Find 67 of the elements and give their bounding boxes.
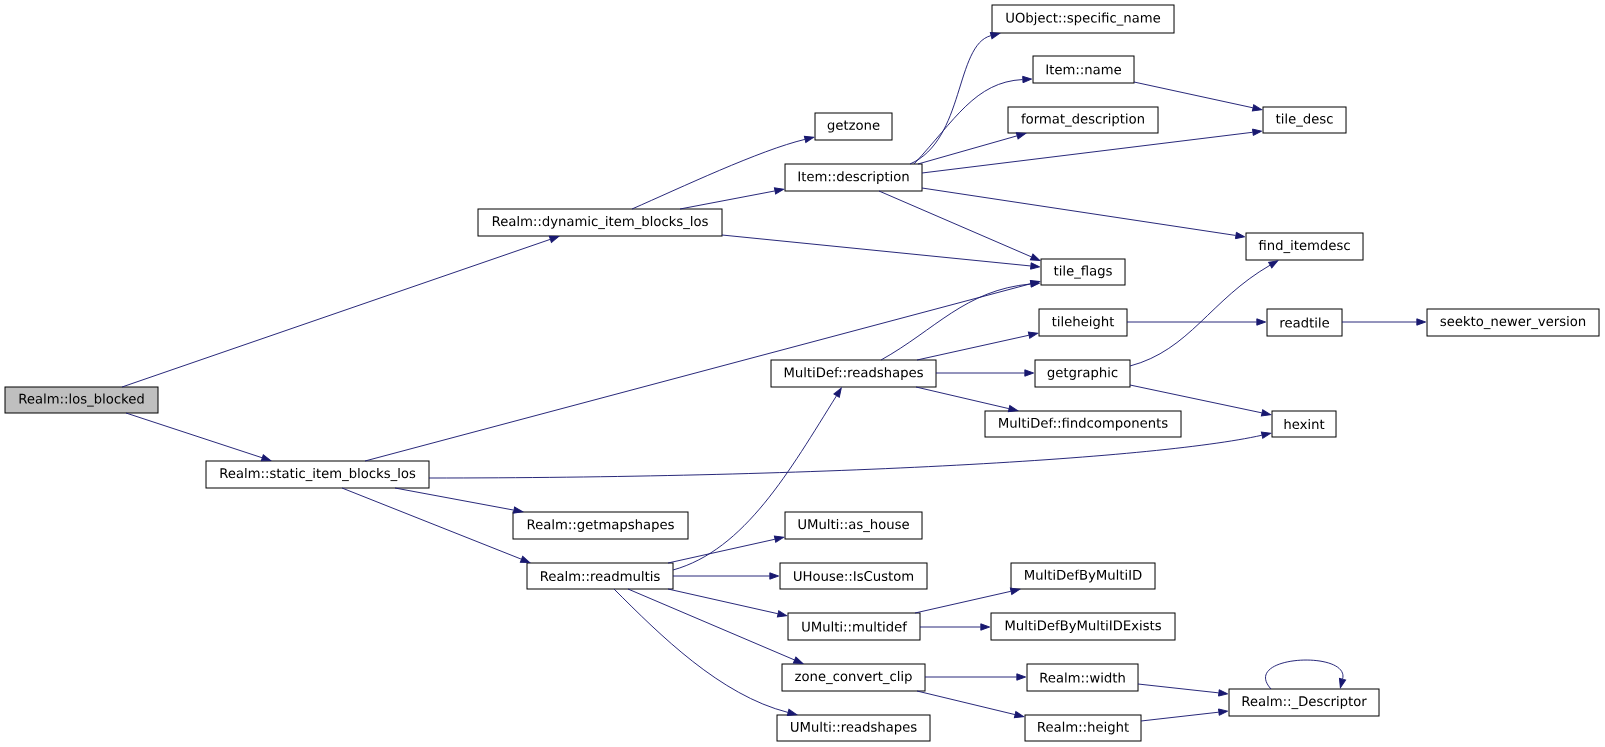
function-box: Item::name: [1032, 55, 1135, 84]
arrow: [1137, 683, 1229, 697]
function-box: format_description: [1007, 106, 1159, 134]
function-box: UMulti::readshapes: [776, 714, 931, 742]
function-box: Realm::dynamic_item_blocks_los: [477, 208, 723, 237]
arrow: [1341, 318, 1427, 326]
function-box: Realm::readmultis: [526, 562, 674, 590]
function-box: Realm::_Descriptor: [1228, 688, 1380, 717]
arrow: [1129, 260, 1279, 367]
function-box: MultiDefByMultiID: [1010, 562, 1156, 590]
function-box: getzone: [814, 112, 893, 141]
function-box: MultiDef::findcomponents: [984, 410, 1182, 438]
arrow: [1140, 708, 1229, 722]
function-box: Realm::width: [1026, 663, 1139, 692]
arrow: [672, 572, 780, 580]
arrow: [914, 587, 1021, 614]
arrow: [913, 75, 1033, 165]
arrow: [878, 190, 1041, 261]
function-box: find_itemdesc: [1245, 232, 1364, 261]
arrow: [721, 234, 1041, 270]
arrow: [915, 386, 1019, 413]
arrow: [667, 588, 788, 618]
function-box: UMulti::as_house: [784, 511, 923, 540]
function-box: getgraphic: [1034, 359, 1131, 388]
arrow: [921, 187, 1246, 240]
arrow: [921, 128, 1263, 174]
function-box: UMulti::multidef: [787, 612, 921, 641]
arrow: [916, 690, 1025, 719]
arrow: [631, 135, 815, 210]
function-box: Realm::height: [1024, 714, 1142, 742]
function-box: Realm::static_item_blocks_los: [205, 460, 430, 489]
function-box: Item::description: [784, 163, 923, 192]
arrow: [880, 280, 1041, 361]
arrow: [667, 535, 785, 564]
arrow: [924, 673, 1027, 681]
function-box: UHouse::IsCustom: [779, 562, 928, 590]
function-box: MultiDef::readshapes: [770, 359, 937, 388]
function-box: Realm::los_blocked: [4, 386, 159, 414]
arrow: [394, 487, 524, 514]
function-box: tile_flags: [1040, 258, 1126, 286]
arrow: [364, 280, 1041, 462]
function-box: zone_convert_clip: [781, 663, 926, 692]
arrow: [613, 588, 798, 717]
arrow: [1129, 384, 1272, 417]
function-box: MultiDefByMultiIDExists: [990, 612, 1176, 641]
arrow: [341, 487, 531, 563]
function-box: tile_desc: [1262, 106, 1347, 134]
function-box: UObject::specific_name: [991, 4, 1175, 34]
arrow: [919, 623, 991, 631]
arrow: [672, 387, 842, 571]
function-box: seekto_newer_version: [1426, 308, 1600, 337]
loop-arrow: [1265, 659, 1347, 690]
arrow: [125, 412, 272, 462]
arrow: [627, 588, 804, 664]
function-box: hexint: [1271, 410, 1337, 438]
arrow: [121, 235, 560, 388]
arrow: [935, 369, 1035, 377]
function-box: Realm::getmapshapes: [512, 511, 689, 540]
function-box: tileheight: [1038, 308, 1128, 337]
arrow: [428, 431, 1272, 479]
arrow: [679, 187, 785, 210]
function-box: readtile: [1266, 308, 1343, 337]
arrow: [917, 132, 1027, 165]
arrow: [1133, 81, 1263, 112]
arrow: [909, 32, 1001, 165]
arrow: [1126, 318, 1267, 326]
arrow: [916, 331, 1039, 361]
